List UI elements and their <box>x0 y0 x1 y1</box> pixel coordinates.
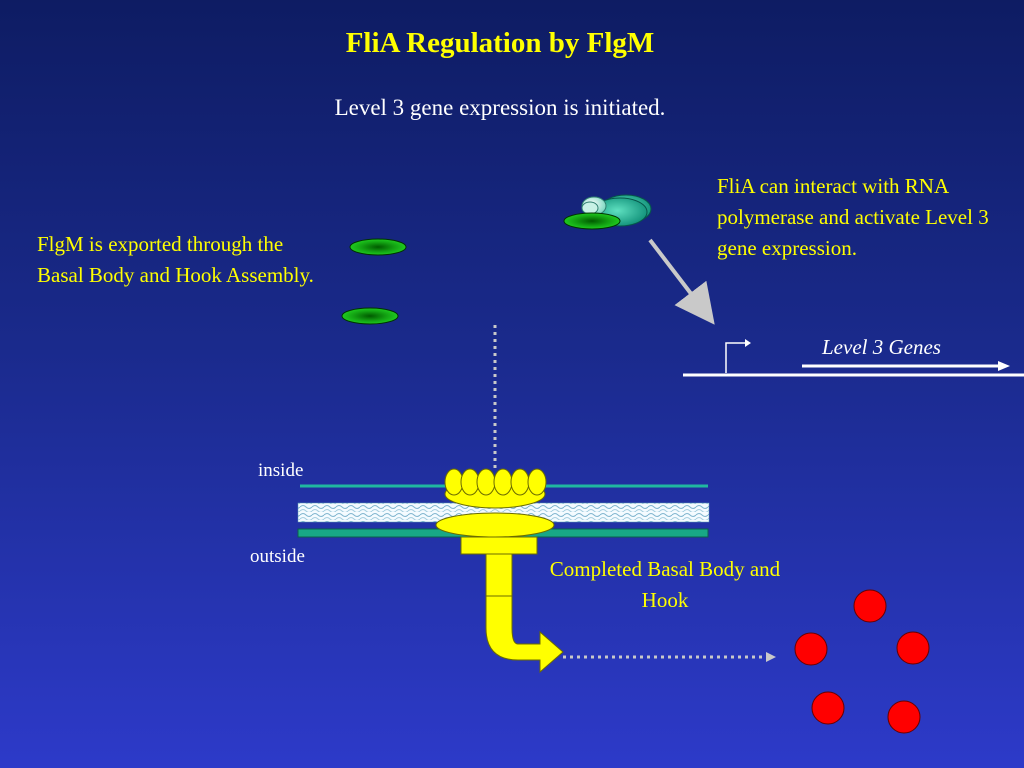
exported-flgm <box>853 589 887 623</box>
exported-flgm <box>794 632 828 666</box>
exported-flgm <box>887 700 921 734</box>
secretion-arrowhead <box>766 652 776 662</box>
flia-interaction-note: FliA can interact with RNA polymerase an… <box>717 174 989 260</box>
rna-polymerase-flia-complex <box>563 194 652 230</box>
genes-arrowhead <box>998 361 1010 371</box>
promoter-arrowhead <box>745 339 751 347</box>
basal-body-hook-label: Completed Basal Body and Hook <box>549 557 781 612</box>
outside-label: outside <box>250 546 305 567</box>
exported-flgm <box>896 631 930 665</box>
slide-title: FliA Regulation by FlgM <box>345 27 655 59</box>
flgm-molecule <box>563 212 621 230</box>
exported-flgm <box>811 691 845 725</box>
inside-label: inside <box>258 460 304 481</box>
flgm-molecule <box>341 307 399 325</box>
basal-body-hook <box>435 468 564 674</box>
promoter-arrow <box>725 342 748 373</box>
slide-subtitle: Level 3 gene expression is initiated. <box>334 95 666 120</box>
flia-subunit <box>581 201 599 215</box>
level3-genes-label: Level 3 Genes <box>822 335 941 359</box>
flgm-export-note: FlgM is exported through the Basal Body … <box>37 232 314 287</box>
hook-curved-arrow <box>485 595 564 674</box>
activation-arrow <box>648 238 715 325</box>
flgm-molecule <box>349 238 407 256</box>
